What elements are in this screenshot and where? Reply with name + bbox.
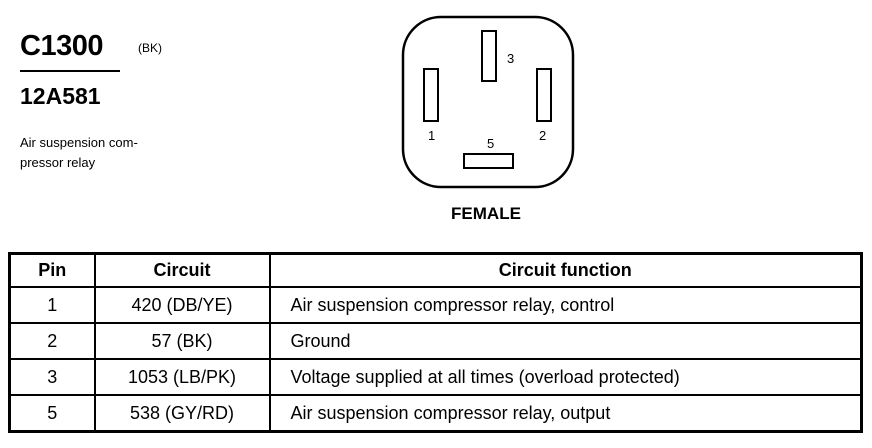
- circuit-cell: 57 (BK): [93, 322, 271, 360]
- pinout-table: Pin Circuit Circuit function 1 420 (DB/Y…: [8, 252, 863, 433]
- pin-2-label: 2: [539, 128, 546, 143]
- pin-1-terminal: [423, 68, 439, 122]
- connector-id: C1300: [20, 30, 103, 62]
- part-number: 12A581: [20, 83, 101, 109]
- pin-1-label: 1: [428, 128, 435, 143]
- connector-outline: [401, 15, 575, 189]
- pin-cell: 5: [8, 394, 96, 433]
- pin-cell: 1: [8, 286, 96, 324]
- pin-cell: 3: [8, 358, 96, 396]
- table-row: 2 57 (BK) Ground: [8, 322, 863, 360]
- circuit-cell: 420 (DB/YE): [93, 286, 271, 324]
- circuit-function-cell: Voltage supplied at all times (overload …: [268, 358, 863, 396]
- color-code: (BK): [138, 41, 162, 55]
- table-header-row: Pin Circuit Circuit function: [8, 252, 863, 288]
- circuit-function-cell: Ground: [268, 322, 863, 360]
- pin-2-terminal: [536, 68, 552, 122]
- pin-3-terminal: [481, 30, 497, 82]
- connector-gender-label: FEMALE: [451, 204, 521, 223]
- table-row: 1 420 (DB/YE) Air suspension compressor …: [8, 286, 863, 324]
- pin-3-label: 3: [507, 51, 514, 66]
- circuit-function-cell: Air suspension compressor relay, control: [268, 286, 863, 324]
- pin-5-label: 5: [487, 136, 494, 151]
- circuit-cell: 538 (GY/RD): [93, 394, 271, 433]
- description-line: Air suspension com-: [20, 135, 138, 150]
- description-line: pressor relay: [20, 155, 96, 170]
- connector-id-underline: [20, 70, 120, 72]
- circuit-cell: 1053 (LB/PK): [93, 358, 271, 396]
- header-circuit-function: Circuit function: [268, 252, 863, 288]
- header-circuit: Circuit: [93, 252, 271, 288]
- header-pin: Pin: [8, 252, 96, 288]
- pin-cell: 2: [8, 322, 96, 360]
- circuit-function-cell: Air suspension compressor relay, output: [268, 394, 863, 433]
- table-row: 5 538 (GY/RD) Air suspension compressor …: [8, 394, 863, 433]
- connector-description: Air suspension com-pressor relay: [20, 133, 190, 173]
- table-row: 3 1053 (LB/PK) Voltage supplied at all t…: [8, 358, 863, 396]
- pin-5-terminal: [463, 153, 514, 169]
- connector-face-diagram: 3 1 2 5: [401, 15, 575, 189]
